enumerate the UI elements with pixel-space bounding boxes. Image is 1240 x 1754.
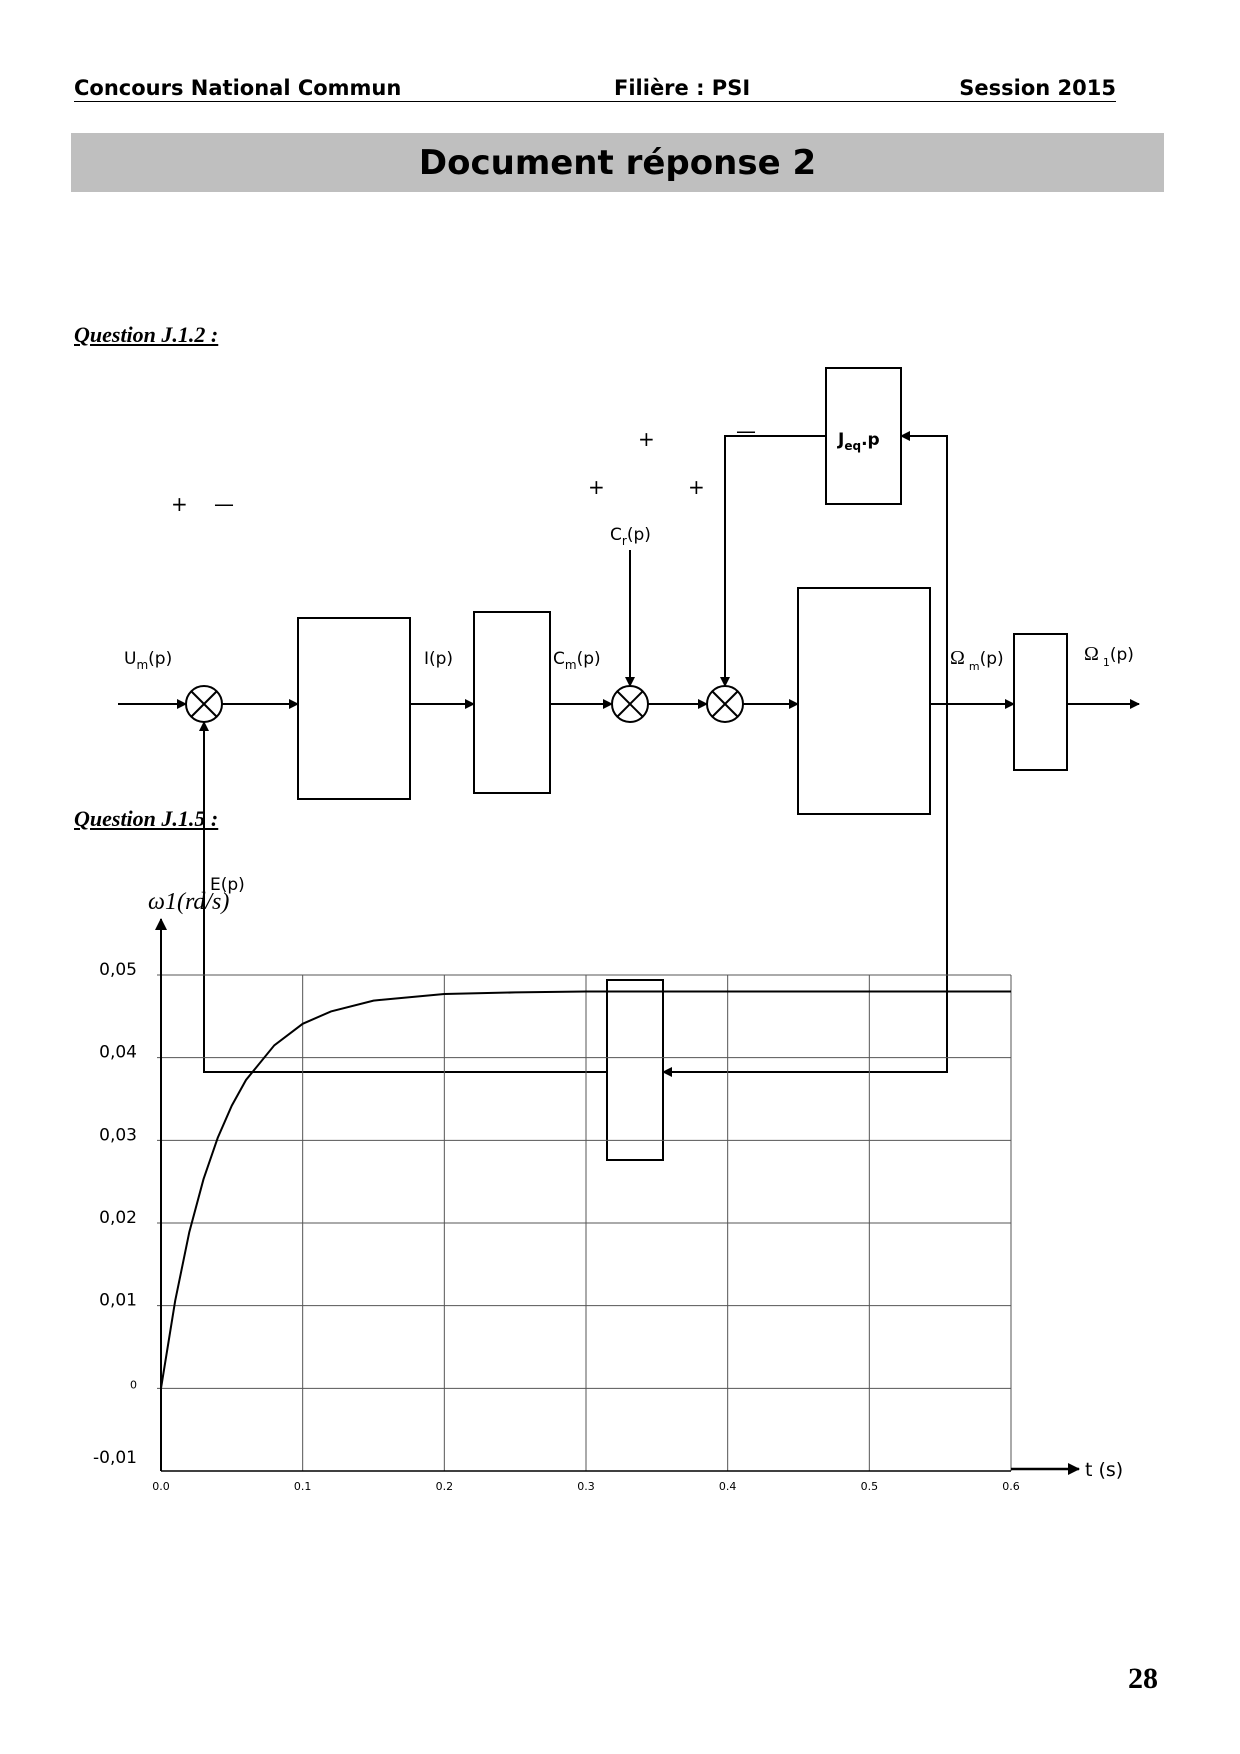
block-output — [1013, 633, 1068, 771]
page-title: Document réponse 2 — [418, 142, 817, 183]
sum3-minus-sign: — — [736, 419, 756, 443]
x-tick-label: 0.0 — [152, 1480, 170, 1493]
sum1-plus-sign: + — [171, 492, 188, 516]
header-exam-name: Concours National Commun — [74, 76, 402, 100]
resistive-torque-label: Cr(p) — [610, 525, 651, 548]
emf-feedback-line — [662, 704, 948, 1077]
sum2-plus-top-sign: + — [638, 427, 655, 451]
inertia-feedback-line — [900, 431, 948, 704]
y-tick-label: -0,01 — [93, 1448, 137, 1468]
title-bar: Document réponse 2 — [71, 133, 1164, 192]
sum2-plus-left-sign: + — [588, 475, 605, 499]
y-tick-label: 0 — [130, 1378, 137, 1391]
header-session: Session 2015 — [959, 76, 1116, 100]
x-tick-label: 0.4 — [719, 1480, 737, 1493]
page-number: 28 — [1128, 1662, 1158, 1695]
block-3 — [797, 587, 931, 815]
y-tick-label: 0,03 — [99, 1125, 137, 1145]
emf-feedback-line — [199, 721, 607, 1073]
y-tick-label: 0,02 — [99, 1208, 137, 1228]
question-j12-label: Question J.1.2 : — [74, 322, 219, 347]
sum3-plus-sign: + — [688, 475, 705, 499]
current-label: I(p) — [424, 649, 453, 669]
x-tick-label: 0.6 — [1002, 1480, 1020, 1493]
x-tick-label: 0.1 — [294, 1480, 312, 1493]
input-label: Um(p) — [124, 649, 172, 672]
inertia-block-label: Jeq.p — [837, 430, 880, 453]
emf-label: E(p) — [210, 875, 245, 895]
x-tick-label: 0.5 — [861, 1480, 879, 1493]
question-j15-label: Question J.1.5 : — [74, 806, 219, 831]
x-tick-label: 0.3 — [577, 1480, 595, 1493]
sum1-minus-sign: — — [214, 492, 234, 516]
header-rule — [74, 101, 1116, 102]
y-axis-label: ω1(rd/s) — [148, 889, 229, 915]
block-2 — [473, 611, 551, 794]
series-line-omega1 — [160, 990, 1011, 1389]
motor-torque-label: Cm(p) — [553, 649, 601, 672]
header-track: Filière : PSI — [614, 76, 751, 100]
y-tick-label: 0,01 — [99, 1291, 137, 1311]
block-1 — [297, 617, 411, 800]
y-tick-label: 0,04 — [99, 1043, 137, 1063]
x-axis-label: t (s) — [1085, 1459, 1123, 1481]
x-tick-label: 0.2 — [436, 1480, 454, 1493]
y-tick-label: 0,05 — [99, 960, 137, 980]
inertia-feedback-line — [720, 435, 826, 687]
